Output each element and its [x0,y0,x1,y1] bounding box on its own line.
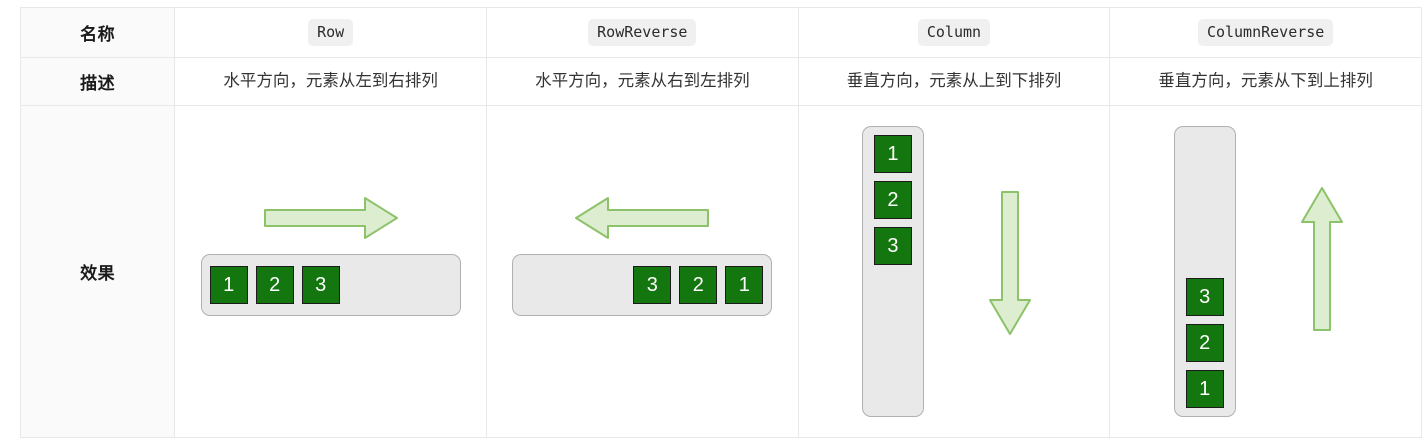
effect-diagram-row-reverse: 3 2 1 [487,106,798,437]
arrow-down-icon [986,188,1034,338]
item-box: 3 [1185,278,1224,316]
description-text-column: 垂直方向，元素从上到下排列 [846,71,1062,90]
code-badge-row-reverse: RowReverse [588,19,697,46]
table-row-description: 描述 水平方向，元素从左到右排列 水平方向，元素从右到左排列 垂直方向，元素从上… [19,57,1422,106]
code-badge-row: Row [308,19,354,46]
cell-effect-column-reverse: 3 2 1 [1109,105,1422,438]
table-row-name: 名称 Row RowReverse Column ColumnReverse [19,7,1422,58]
row-label-description: 描述 [19,57,176,106]
flex-direction-table: 名称 Row RowReverse Column ColumnReverse 描… [19,7,1422,438]
row-label-name: 名称 [19,7,176,58]
flex-direction-table-wrapper: 名称 Row RowReverse Column ColumnReverse 描… [19,7,1422,438]
description-text-row: 水平方向，元素从左到右排列 [223,71,438,90]
description-text-column-reverse: 垂直方向，元素从下到上排列 [1158,71,1373,90]
item-box: 3 [633,266,672,304]
flex-container-row-reverse: 3 2 1 [512,254,773,316]
item-box: 2 [1185,324,1224,362]
cell-description-column-reverse: 垂直方向，元素从下到上排列 [1109,57,1422,106]
item-box: 3 [873,227,912,265]
cell-effect-row: 1 2 3 [174,105,487,438]
flex-container-row: 1 2 3 [200,254,461,316]
description-text-row-reverse: 水平方向，元素从右到左排列 [535,71,750,90]
arrow-right-icon [261,194,401,242]
effect-diagram-column-reverse: 3 2 1 [1110,106,1421,437]
item-box: 1 [725,266,764,304]
code-badge-column-reverse: ColumnReverse [1197,19,1334,46]
item-box: 2 [679,266,718,304]
cell-name-column-reverse: ColumnReverse [1109,7,1422,58]
item-box: 1 [209,266,248,304]
effect-diagram-row: 1 2 3 [175,106,486,437]
table-row-effect: 效果 1 2 3 [19,105,1422,438]
cell-description-column: 垂直方向，元素从上到下排列 [797,57,1111,106]
flex-container-column: 1 2 3 [861,126,924,417]
cell-description-row-reverse: 水平方向，元素从右到左排列 [485,57,799,106]
cell-description-row: 水平方向，元素从左到右排列 [174,57,487,106]
item-box: 2 [255,266,294,304]
cell-effect-column: 1 2 3 [797,105,1111,438]
arrow-left-icon [572,194,712,242]
effect-diagram-column: 1 2 3 [799,106,1110,437]
cell-name-row: Row [174,7,487,58]
arrow-up-icon [1298,184,1346,334]
cell-effect-row-reverse: 3 2 1 [485,105,799,438]
item-box: 1 [1185,370,1224,408]
cell-name-row-reverse: RowReverse [485,7,799,58]
flex-container-column-reverse: 3 2 1 [1173,126,1236,417]
item-box: 2 [873,181,912,219]
row-label-effect: 效果 [19,105,176,438]
item-box: 1 [873,135,912,173]
cell-name-column: Column [797,7,1111,58]
code-badge-column: Column [917,19,991,46]
item-box: 3 [301,266,340,304]
